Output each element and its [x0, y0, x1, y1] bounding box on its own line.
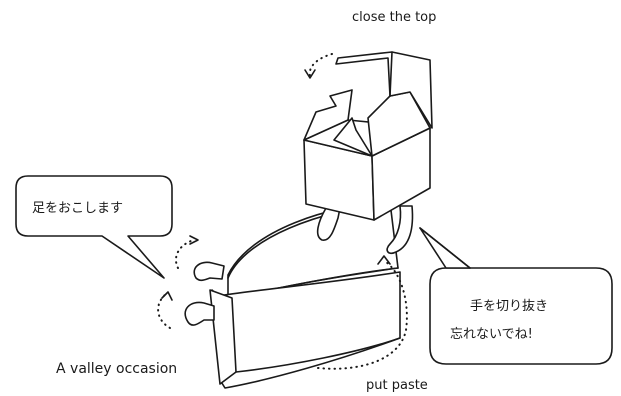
label-cut-reminder-line2: 忘れないでね!: [450, 327, 533, 342]
arrowhead-icon: [189, 235, 199, 245]
arrowhead-icon: [304, 69, 316, 79]
box: [303, 51, 433, 255]
label-close-the-top: close the top: [352, 10, 436, 25]
curved-dotted-arrow-icon: [157, 293, 171, 329]
label-raise-legs: 足をおこします: [32, 201, 123, 216]
label-cut-reminder-line1: 手を切り抜き: [470, 298, 548, 314]
box-flap-left: [303, 89, 353, 141]
dotted-arrows: [157, 53, 408, 370]
label-valley-fold: A valley occasion: [56, 361, 177, 377]
arrowhead-icon: [161, 291, 173, 301]
ring-glue-flap: [209, 289, 237, 385]
speech-bubble-left-outline: [15, 175, 173, 279]
label-put-paste: put paste: [366, 378, 428, 393]
leg-left-lower: [184, 301, 215, 326]
pointer-line: [419, 227, 471, 269]
base-ring: [209, 201, 401, 389]
ring-bottom-edge: [235, 337, 401, 373]
box-flap-front: [333, 117, 373, 157]
speech-bubble-right: 手を切り抜き 忘れないでね!: [419, 227, 613, 365]
speech-bubble-right-outline: [429, 267, 613, 365]
curved-dotted-arrow-icon: [175, 239, 195, 269]
box-leg-left: [316, 207, 341, 241]
box-leg-right: [386, 205, 414, 255]
leg-left-upper: [193, 261, 225, 282]
speech-bubble-left: 足をおこします: [15, 175, 173, 279]
ring-legs: [184, 261, 225, 326]
curved-dotted-arrow-icon: [317, 261, 408, 370]
box-lid-fold-line: [389, 51, 393, 97]
arrowhead-icon: [377, 255, 391, 265]
